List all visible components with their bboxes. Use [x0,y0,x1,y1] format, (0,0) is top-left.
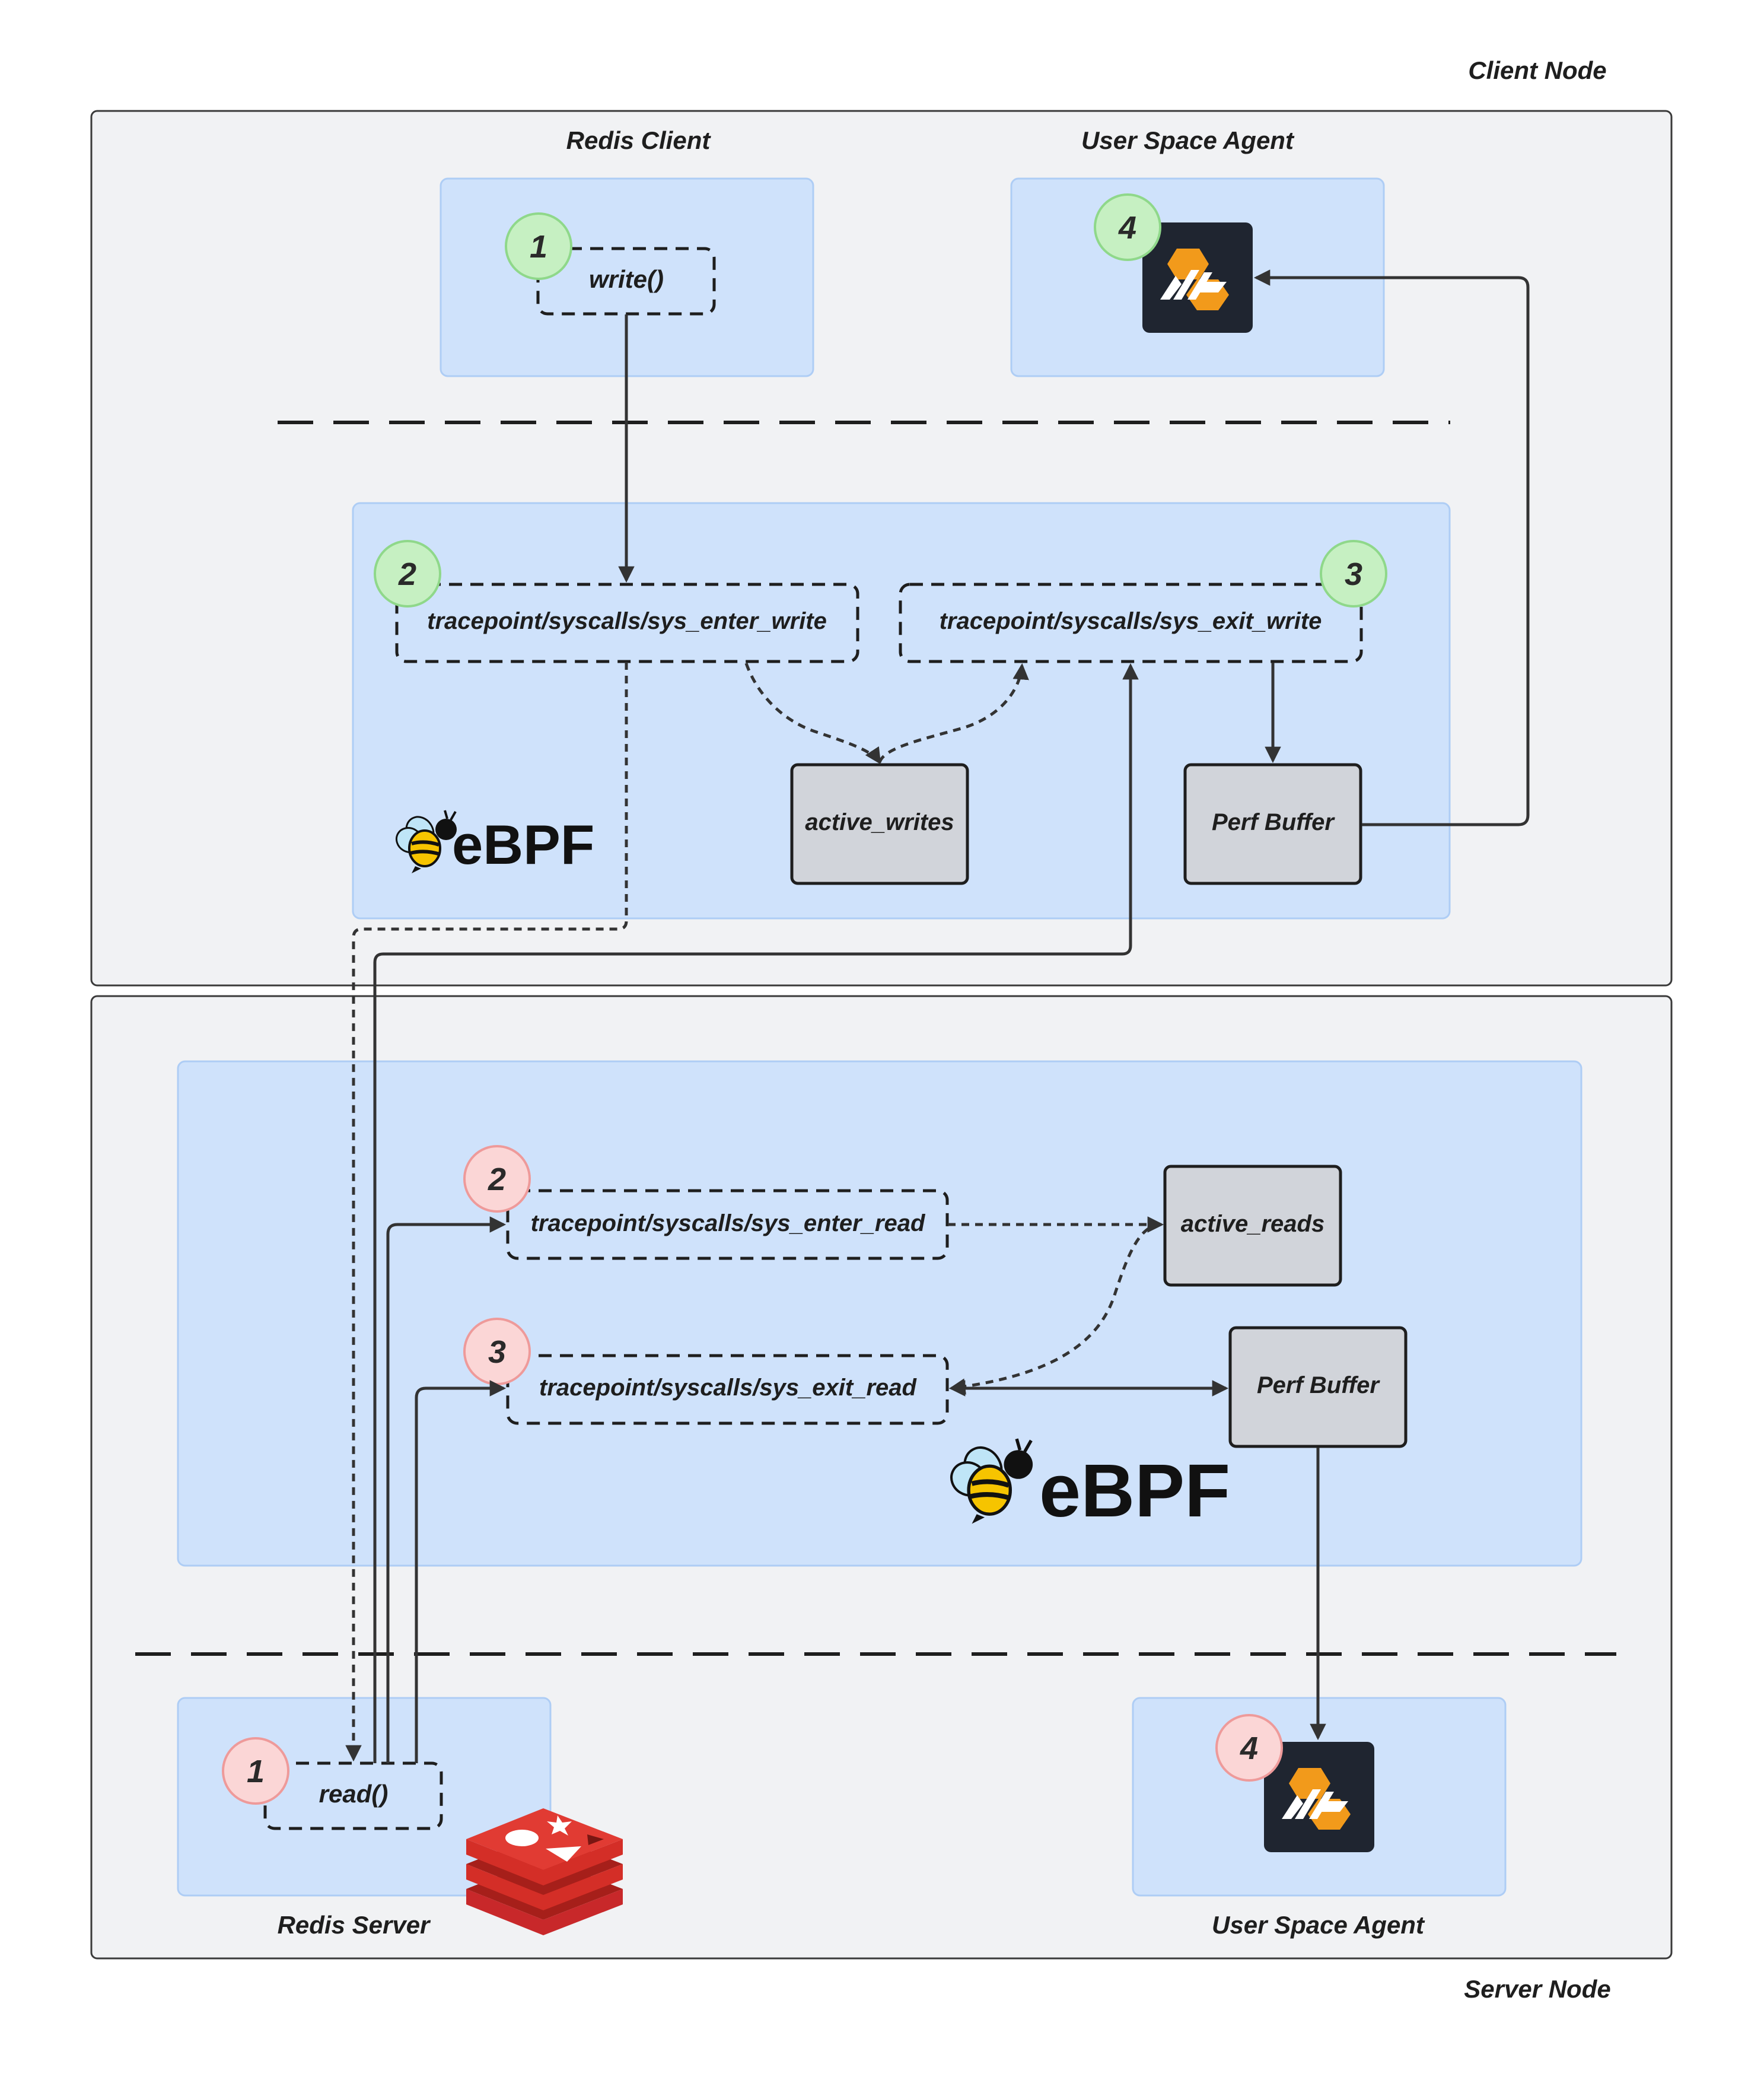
client-buffer-to-agent-arrow [1253,269,1530,826]
active-reads-map[interactable] [1163,1165,1342,1287]
enter-write-to-map-arrow [744,663,881,765]
step-number: 3 [488,1334,506,1370]
step-badge [374,540,441,608]
sys-exit-read-probe[interactable] [506,1354,949,1425]
sys-enter-read-probe[interactable] [506,1189,949,1260]
read-to-enter-arrow [386,1216,507,1763]
sys-enter-read-label: tracepoint/syscalls/sys_enter_read [531,1210,926,1236]
ebpf-logo-text: eBPF [452,813,594,876]
server-perf-buffer-label: Perf Buffer [1257,1372,1380,1398]
write-call-label: write() [589,265,664,293]
step-badge [505,212,572,280]
client-ebpf-panel: tracepoint/syscalls/sys_enter_write 2 tr… [352,502,1451,920]
server-ebpf-panel: tracepoint/syscalls/sys_enter_read 2 tra… [177,1060,1582,1567]
ebpf-logo-text: eBPF [1039,1449,1230,1532]
sys-enter-write-probe[interactable] [395,583,859,663]
redis-server-panel: read() 1 Redis Server [177,1697,552,1939]
step-number: 2 [488,1162,506,1197]
sys-exit-read-label: tracepoint/syscalls/sys_exit_read [539,1375,918,1401]
server-node-label: Server Node [1464,1975,1610,2003]
client-perf-buffer-label: Perf Buffer [1212,809,1335,835]
step-badge [222,1737,289,1805]
client-agent-title: User Space Agent [1081,126,1295,154]
step-number: 2 [398,556,416,592]
sys-enter-write-label: tracepoint/syscalls/sys_enter_write [427,608,827,634]
write-call-box[interactable] [536,247,716,316]
server-agent-panel: 4 User Space Agent [1132,1697,1507,1939]
active-reads-label: active_reads [1181,1211,1324,1237]
sys-exit-write-label: tracepoint/syscalls/sys_exit_write [940,608,1322,634]
network-send-arrow [345,662,628,1762]
redis-server-title: Redis Server [278,1911,431,1939]
step-number: 4 [1118,210,1136,246]
client-node-label: Client Node [1468,56,1606,84]
step-number: 4 [1240,1731,1258,1766]
map-to-exit-write-arrow [878,663,1029,764]
step-badge [1215,1714,1283,1782]
step-number: 1 [247,1754,265,1789]
active-writes-map[interactable] [790,763,969,885]
sys-exit-write-probe[interactable] [899,583,1363,663]
server-perf-buffer[interactable] [1228,1326,1408,1448]
step-badge [1320,540,1387,608]
redis-client-title: Redis Client [566,126,712,154]
step-badge [1094,193,1161,261]
redis-client-panel: Redis Client write() 1 [440,126,814,377]
map-to-exit-read-arrow [948,1223,1162,1395]
step-number: 1 [530,229,547,265]
read-to-exit-arrow [415,1380,507,1763]
network-return-arrow [373,663,1139,1763]
read-call-label: read() [319,1780,389,1808]
client-perf-buffer[interactable] [1183,763,1362,885]
server-agent-title: User Space Agent [1212,1911,1425,1939]
step-number: 3 [1345,556,1362,592]
client-agent-panel: User Space Agent 4 [1010,126,1385,377]
active-writes-label: active_writes [805,809,954,835]
step-badge [463,1145,531,1213]
